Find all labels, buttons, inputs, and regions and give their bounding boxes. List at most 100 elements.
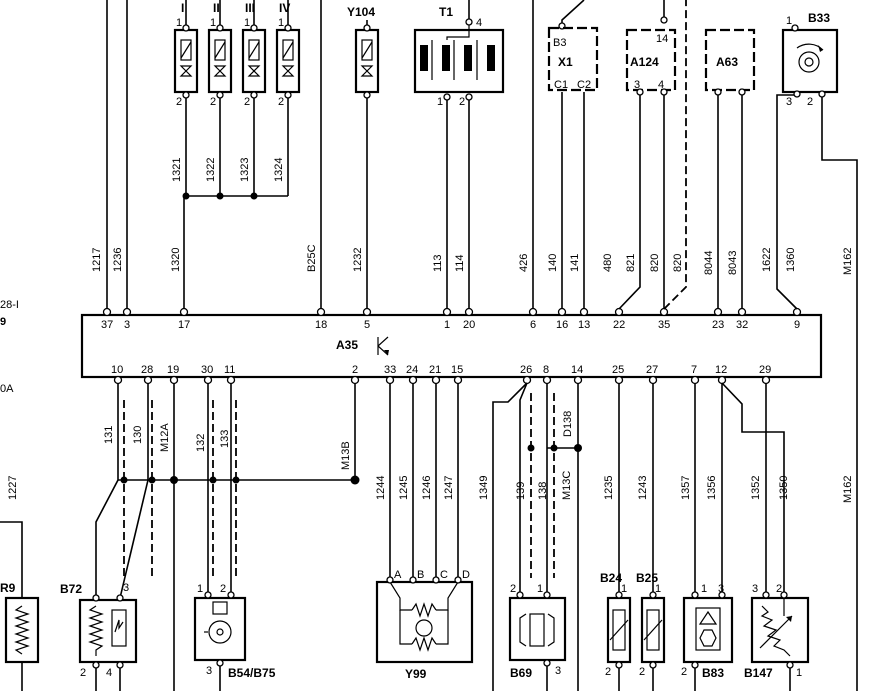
ecu-pin-label: 7 — [691, 364, 697, 376]
ecu-pin-label: 8 — [543, 364, 549, 376]
injector-labels: I II III IV — [181, 1, 290, 15]
wire-label: 1323 — [239, 158, 251, 182]
ecu-pin — [431, 375, 441, 385]
wire-label: M13B — [340, 441, 352, 470]
ecu-pin — [542, 375, 552, 385]
ecu-label: A35 — [336, 338, 358, 352]
b54-b75-component: 1 2 3 B54/B75 — [193, 583, 276, 691]
pin-label: 3 — [206, 665, 212, 677]
wire-label: B25C — [306, 244, 318, 272]
ecu-pin-label: 28 — [141, 364, 153, 376]
pin-label: 2 — [605, 666, 611, 678]
wire-label: 820 — [672, 254, 684, 272]
ecu-pin — [573, 375, 583, 385]
r9-component: R9 — [0, 581, 40, 691]
ecu-pin-label: 11 — [224, 364, 235, 376]
ecu-pin — [792, 307, 802, 317]
pin-label: 3 — [718, 583, 724, 595]
wire-label: 1322 — [205, 158, 217, 182]
ecu-pin-label: 6 — [530, 319, 536, 331]
ecu-pin — [579, 307, 589, 317]
ecu-pin-label: 26 — [520, 364, 532, 376]
ecu-pin-label: 3 — [124, 319, 130, 331]
pin-label: 1 — [655, 583, 661, 595]
pin-label: B — [417, 569, 424, 581]
wire-label: 131 — [103, 426, 115, 444]
wire-label: 1357 — [680, 476, 692, 500]
ecu-pin-label: 21 — [429, 364, 441, 376]
ecu-pin — [122, 307, 132, 317]
ecu-pin-label: 33 — [384, 364, 396, 376]
wire-label: 1245 — [398, 476, 410, 500]
wire-label: 1247 — [443, 476, 455, 500]
pin-label: 1 — [621, 583, 627, 595]
a124-label: A124 — [630, 55, 659, 69]
ecu-pin-label: 32 — [736, 319, 748, 331]
injector-pin-labels: 1 1 1 1 2 2 2 2 — [176, 17, 284, 108]
pin-label: 1 — [278, 17, 284, 29]
wire-label: 1324 — [273, 158, 285, 182]
ecu-pin — [362, 307, 372, 317]
ecu-pin — [528, 307, 538, 317]
pin-label: C — [440, 569, 448, 581]
ecu-pin — [614, 307, 624, 317]
a124-component: A124 14 3 4 — [625, 0, 677, 96]
y104-label: Y104 — [347, 5, 375, 19]
top-wire-labels: 1217 1236 1320 B25C 1232 113 114 426 140… — [91, 244, 854, 275]
pin-label: B3 — [553, 37, 566, 49]
pin-label: 1 — [796, 667, 802, 679]
pin-label: 2 — [220, 583, 226, 595]
injector-label: III — [245, 1, 255, 15]
wire-label: 1217 — [91, 248, 103, 272]
ecu-pin-label: 10 — [111, 364, 123, 376]
ecu-pin — [179, 307, 189, 317]
edge-label: 28-I — [0, 299, 19, 311]
ecu-pin-label: 16 — [556, 319, 568, 331]
top-wires — [106, 0, 858, 691]
ecu-pin-label: 29 — [759, 364, 771, 376]
wire-label: 1320 — [170, 248, 182, 272]
ecu-pin — [203, 375, 213, 385]
wire-label: M162 — [842, 247, 854, 275]
pin-label: 3 — [786, 96, 792, 108]
pin-label: 4 — [658, 79, 664, 91]
ecu-pin — [557, 307, 567, 317]
ecu-pin-label: 5 — [364, 319, 370, 331]
wire-label: 1321 — [171, 158, 183, 182]
wire-label: 132 — [195, 434, 207, 452]
injector-wire-labels: 1321 1322 1323 1324 — [171, 158, 285, 182]
pin-label: 1 — [210, 17, 216, 29]
pin-label: A — [394, 569, 402, 581]
wire-label: 1352 — [750, 476, 762, 500]
ecu-pin — [316, 307, 326, 317]
ecu-pin — [717, 375, 727, 385]
ecu-pin-label: 20 — [463, 319, 475, 331]
pin-label: 2 — [80, 667, 86, 679]
pin-label: 3 — [634, 79, 640, 91]
injector-label: II — [213, 1, 220, 15]
wire-label: M12A — [159, 423, 171, 452]
b54-b75-label: B54/B75 — [228, 666, 276, 680]
ecu-top-pin-labels: 37 3 17 18 5 1 20 6 16 13 22 35 23 32 9 — [101, 319, 800, 331]
pin-label: 2 — [807, 96, 813, 108]
b24-label: B24 — [600, 571, 622, 585]
bottom-junction-dots — [120, 444, 582, 485]
pin-label: 3 — [555, 665, 561, 677]
pin-label: 4 — [476, 17, 482, 29]
ecu-pin — [659, 307, 669, 317]
pin-label: C2 — [577, 79, 591, 91]
wire-label: 140 — [547, 254, 559, 272]
b147-component: 3 2 1 B147 — [744, 583, 810, 691]
wire-label: 1356 — [706, 476, 718, 500]
wire-label: 138 — [537, 482, 549, 500]
ecu-pin — [350, 375, 360, 385]
wire-label: 1232 — [352, 248, 364, 272]
pin-label: 2 — [459, 96, 465, 108]
b33-component: B33 1 3 2 — [781, 11, 839, 108]
pin-label: 2 — [176, 96, 182, 108]
b69-label: B69 — [510, 666, 532, 680]
edge-label: 0A — [0, 383, 14, 395]
wire-label: 133 — [219, 430, 231, 448]
